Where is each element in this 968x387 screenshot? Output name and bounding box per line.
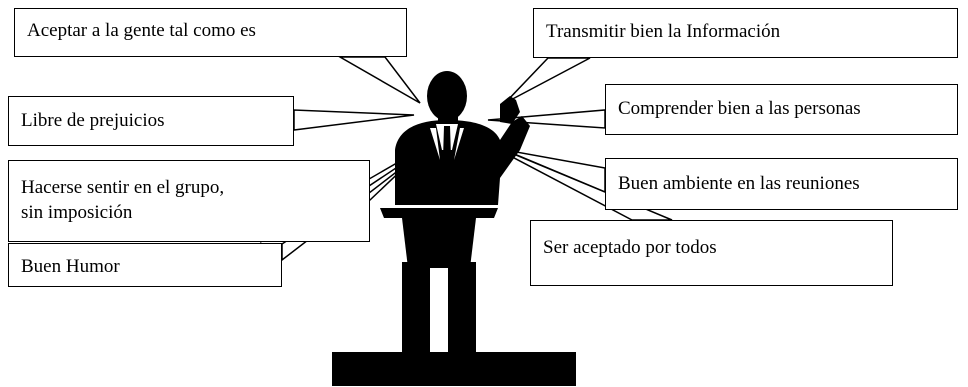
callout-aceptar: Aceptar a la gente tal como es xyxy=(14,8,407,57)
callout-hacerse-line-2: sin imposición xyxy=(21,202,133,223)
callout-comprender-text: Comprender bien a las personas xyxy=(618,98,861,119)
pointer-libre xyxy=(293,109,415,131)
callout-libre-text: Libre de prejuicios xyxy=(21,110,165,131)
callout-humor-text: Buen Humor xyxy=(21,256,120,277)
callout-transmitir: Transmitir bien la Información xyxy=(533,8,958,58)
speaker-silhouette xyxy=(332,71,576,386)
callout-humor: Buen Humor xyxy=(8,243,282,287)
callout-transmitir-text: Transmitir bien la Información xyxy=(546,21,781,42)
callout-hacerse: Hacerse sentir en el grupo, sin imposici… xyxy=(8,160,370,242)
pointer-transmitir xyxy=(504,57,591,104)
callout-libre: Libre de prejuicios xyxy=(8,96,294,146)
pointer-aceptar xyxy=(337,56,421,104)
callout-aceptar-text: Aceptar a la gente tal como es xyxy=(27,20,256,41)
callout-ambiente: Buen ambiente en las reuniones xyxy=(605,158,958,210)
callout-ambiente-text: Buen ambiente en las reuniones xyxy=(618,173,860,194)
callout-hacerse-line-1: Hacerse sentir en el grupo, xyxy=(21,177,225,198)
shirt-tie xyxy=(430,124,464,198)
callout-aceptado: Ser aceptado por todos xyxy=(530,220,893,286)
callout-comprender: Comprender bien a las personas xyxy=(605,84,958,135)
callout-aceptado-text: Ser aceptado por todos xyxy=(543,237,717,258)
